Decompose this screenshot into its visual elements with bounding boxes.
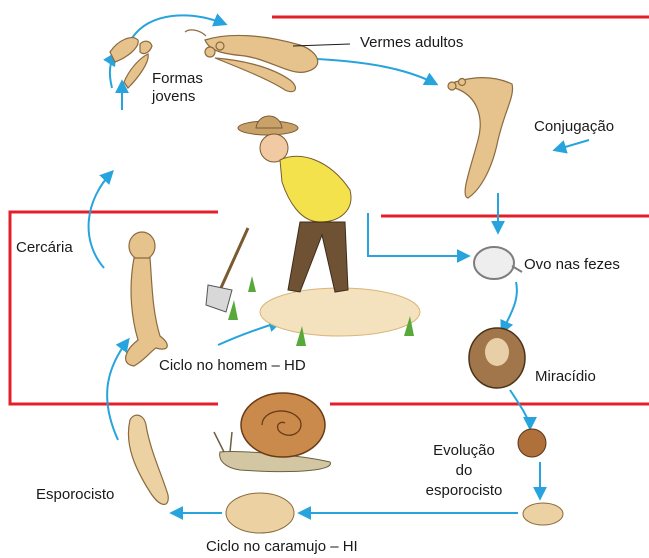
label-snail-cycle: Ciclo no caramujo – HI [206, 538, 358, 555]
label-young-forms-line2: jovens [152, 88, 195, 105]
label-adult-worms: Vermes adultos [360, 34, 463, 51]
conjugation-worm-illustration [448, 78, 513, 198]
label-human-cycle: Ciclo no homem – HD [159, 357, 306, 374]
label-cercaria: Cercária [16, 239, 73, 256]
label-sporocyst-evolution-line2: do [412, 462, 516, 479]
label-sporocyst-evolution-line1: Evolução [412, 442, 516, 459]
label-conjugation: Conjugação [534, 118, 614, 135]
snail-illustration [214, 393, 330, 472]
cercaria-illustration [126, 232, 168, 366]
miracidium-illustration [469, 328, 525, 388]
sporocyst-illustration [128, 415, 168, 504]
adult-worms-illustration [185, 30, 350, 92]
egg-illustration [474, 247, 522, 279]
label-sporocyst-evolution-line3: esporocisto [412, 482, 516, 499]
label-egg-in-feces: Ovo nas fezes [524, 256, 620, 273]
label-sporocyst: Esporocisto [36, 486, 114, 503]
label-miracidium: Miracídio [535, 368, 596, 385]
label-young-forms-line1: Formas [152, 70, 203, 87]
farmer-illustration [206, 116, 420, 336]
young-forms-illustration [110, 38, 152, 88]
